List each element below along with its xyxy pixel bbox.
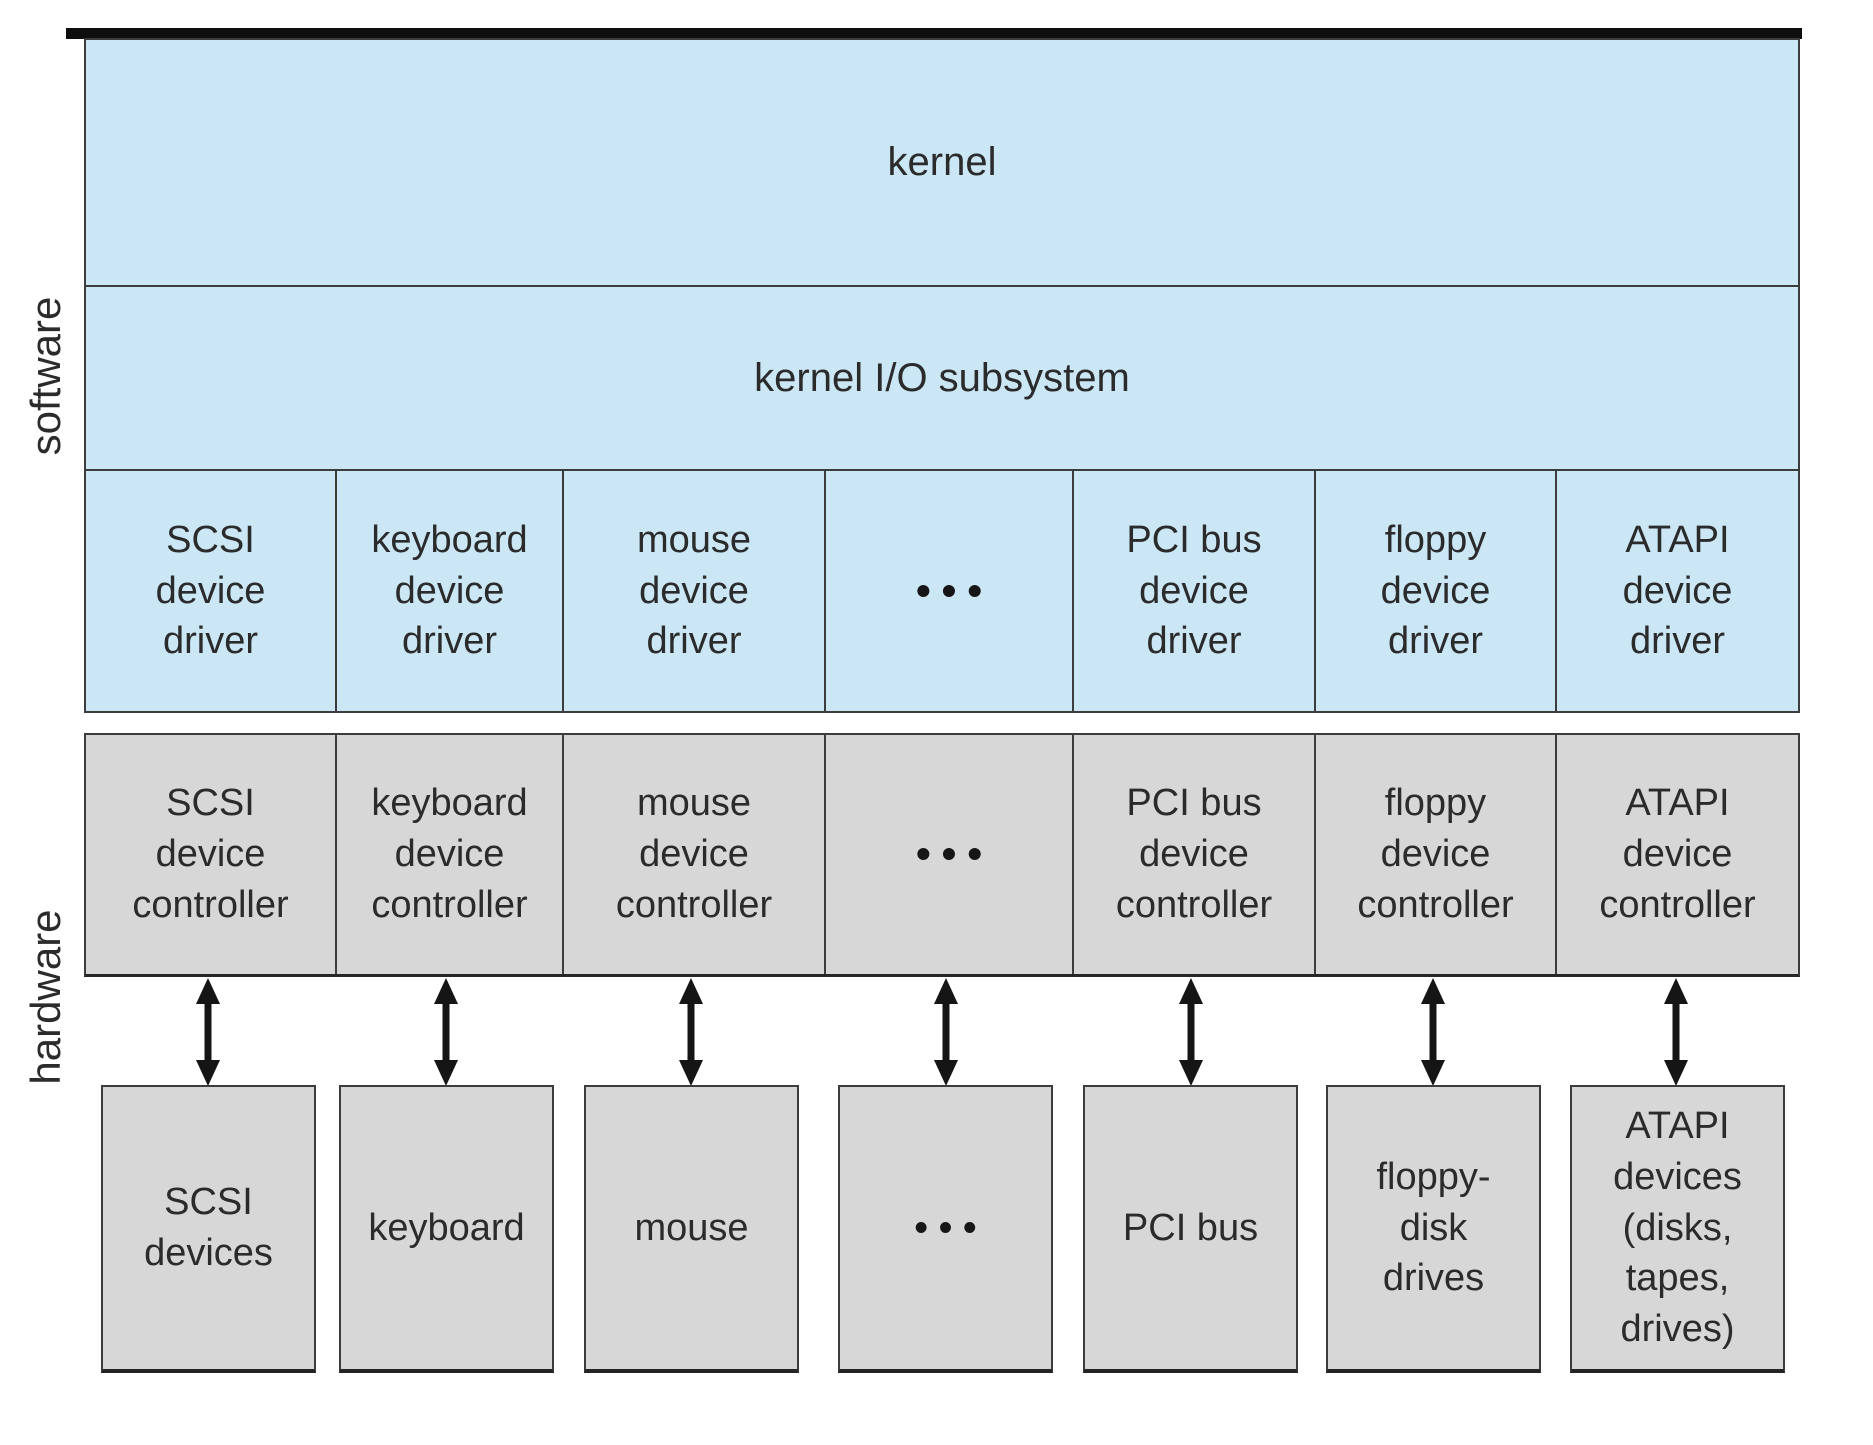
device-box-floppy: floppy- disk drives [1326, 1085, 1541, 1373]
controller-cell-floppy: floppy device controller [1314, 735, 1555, 974]
controller-cell-keyboard: keyboard device controller [335, 735, 562, 974]
software-stack: kernel kernel I/O subsystem SCSI device … [84, 38, 1800, 713]
hardware-section-label: hardware [22, 909, 69, 1085]
driver-cell-ellipsis: ••• [824, 471, 1072, 711]
driver-cell-keyboard: keyboard device driver [335, 471, 562, 711]
driver-cell-floppy: floppy device driver [1314, 471, 1555, 711]
bidirectional-arrow-icon-atapi [1664, 978, 1688, 1086]
device-box-pci-bus: PCI bus [1083, 1085, 1298, 1373]
driver-cell-mouse: mouse device driver [562, 471, 824, 711]
bidirectional-arrow-icon-floppy [1421, 978, 1445, 1086]
device-box-keyboard: keyboard [339, 1085, 554, 1373]
controller-cell-pci-bus: PCI bus device controller [1072, 735, 1314, 974]
bidirectional-arrow-icon-pci-bus [1179, 978, 1203, 1086]
controller-cell-ellipsis: ••• [824, 735, 1072, 974]
top-border-bar [66, 28, 1802, 39]
software-section-label: software [22, 296, 69, 456]
kernel-io-subsystem-layer: kernel I/O subsystem [86, 285, 1798, 469]
device-box-scsi: SCSI devices [101, 1085, 316, 1373]
driver-cell-pci-bus: PCI bus device driver [1072, 471, 1314, 711]
bidirectional-arrow-icon-mouse [679, 978, 703, 1086]
kernel-io-subsystem-label: kernel I/O subsystem [754, 355, 1130, 400]
bidirectional-arrow-icon-ellipsis [934, 978, 958, 1086]
device-box-atapi: ATAPI devices (disks, tapes, drives) [1570, 1085, 1785, 1373]
device-controller-row: SCSI device controller keyboard device c… [84, 733, 1800, 977]
device-box-mouse: mouse [584, 1085, 799, 1373]
driver-cell-atapi: ATAPI device driver [1555, 471, 1798, 711]
driver-cell-scsi: SCSI device driver [155, 518, 266, 663]
controller-cell-mouse: mouse device controller [562, 735, 824, 974]
device-driver-row: SCSI device driver keyboard device drive… [86, 469, 1798, 711]
controller-cell-scsi: SCSI device controller [132, 782, 289, 926]
kernel-label: kernel [887, 140, 997, 184]
bidirectional-arrow-icon-keyboard [434, 978, 458, 1086]
kernel-layer: kernel [86, 40, 1798, 285]
controller-cell-atapi: ATAPI device controller [1555, 735, 1798, 974]
device-box-ellipsis: ••• [838, 1085, 1053, 1373]
bidirectional-arrow-icon-scsi [196, 978, 220, 1086]
